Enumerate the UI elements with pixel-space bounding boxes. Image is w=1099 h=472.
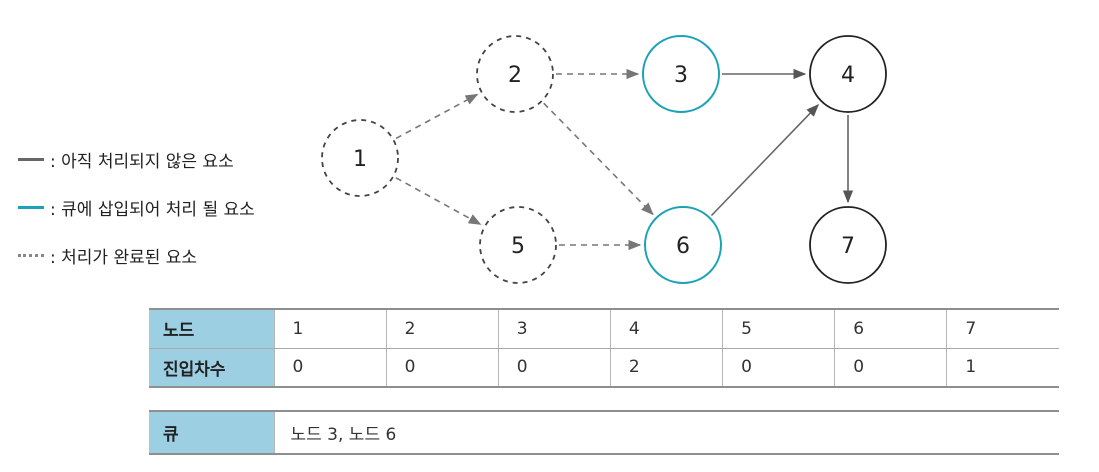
node-7: 7 bbox=[809, 206, 887, 284]
legend-item-pending: : 아직 처리되지 않은 요소 bbox=[18, 146, 255, 172]
node-label: 3 bbox=[674, 63, 688, 88]
edge-6-4 bbox=[710, 104, 820, 217]
legend: : 아직 처리되지 않은 요소 : 큐에 삽입되어 처리 될 요소 : 처리가 … bbox=[18, 146, 255, 268]
indegree-cell: 0 bbox=[722, 347, 836, 388]
indegree-cell: 0 bbox=[834, 347, 948, 388]
queue-row: 큐 노드 3, 노드 6 bbox=[149, 410, 1059, 455]
node-header: 노드 bbox=[149, 308, 275, 349]
legend-item-done: : 처리가 완료된 요소 bbox=[18, 242, 255, 268]
queue-header: 큐 bbox=[149, 410, 275, 455]
node-cell: 1 bbox=[274, 308, 387, 349]
legend-item-queued: : 큐에 삽입되어 처리 될 요소 bbox=[18, 194, 255, 220]
node-label: 2 bbox=[508, 63, 522, 88]
node-circle bbox=[809, 206, 887, 284]
node-cell: 7 bbox=[946, 308, 1059, 349]
edge-1-5 bbox=[395, 177, 482, 225]
indegree-cell: 1 bbox=[946, 347, 1059, 388]
solid-gray-line-icon bbox=[18, 157, 44, 161]
edge-1-2 bbox=[395, 93, 479, 140]
node-label: 5 bbox=[511, 234, 525, 259]
node-circle bbox=[809, 35, 887, 113]
indegree-cell: 0 bbox=[386, 347, 499, 388]
indegree-cell: 0 bbox=[498, 347, 611, 388]
node-circle bbox=[321, 119, 399, 197]
indegree-cell: 2 bbox=[610, 347, 724, 388]
dotted-line-icon bbox=[18, 253, 44, 257]
node-1: 1 bbox=[321, 119, 399, 197]
graph-diagram: 1 2 3 4 5 6 7 bbox=[321, 35, 887, 284]
node-cell: 5 bbox=[722, 308, 836, 349]
legend-label: : 큐에 삽입되어 처리 될 요소 bbox=[50, 199, 255, 220]
indegree-row: 진입차수 0 0 0 2 0 0 1 bbox=[149, 347, 1059, 388]
indegree-cell: 0 bbox=[274, 347, 387, 388]
legend-label: : 처리가 완료된 요소 bbox=[50, 247, 198, 268]
queue-value: 노드 3, 노드 6 bbox=[274, 410, 1059, 455]
queue-table: 큐 노드 3, 노드 6 bbox=[149, 410, 1059, 455]
solid-teal-line-icon bbox=[18, 205, 44, 209]
node-label: 6 bbox=[676, 234, 690, 259]
node-circle bbox=[476, 35, 554, 113]
node-row: 노드 1 2 3 4 5 6 7 bbox=[149, 308, 1059, 349]
node-circle bbox=[479, 206, 557, 284]
node-2: 2 bbox=[476, 35, 554, 113]
legend-label: : 아직 처리되지 않은 요소 bbox=[50, 151, 234, 172]
node-label: 7 bbox=[841, 234, 855, 259]
node-label: 4 bbox=[841, 63, 855, 88]
edge-2-6 bbox=[543, 102, 654, 216]
node-cell: 4 bbox=[610, 308, 724, 349]
node-cell: 2 bbox=[386, 308, 499, 349]
node-4: 4 bbox=[809, 35, 887, 113]
node-5: 5 bbox=[479, 206, 557, 284]
indegree-table: 노드 1 2 3 4 5 6 7 진입차수 0 0 0 2 0 0 1 bbox=[149, 308, 1059, 388]
node-cell: 3 bbox=[498, 308, 611, 349]
node-label: 1 bbox=[353, 147, 367, 172]
node-circle bbox=[642, 35, 720, 113]
node-circle bbox=[644, 206, 722, 284]
node-cell: 6 bbox=[834, 308, 948, 349]
node-6: 6 bbox=[644, 206, 722, 284]
indegree-header: 진입차수 bbox=[149, 347, 275, 388]
node-3: 3 bbox=[642, 35, 720, 113]
